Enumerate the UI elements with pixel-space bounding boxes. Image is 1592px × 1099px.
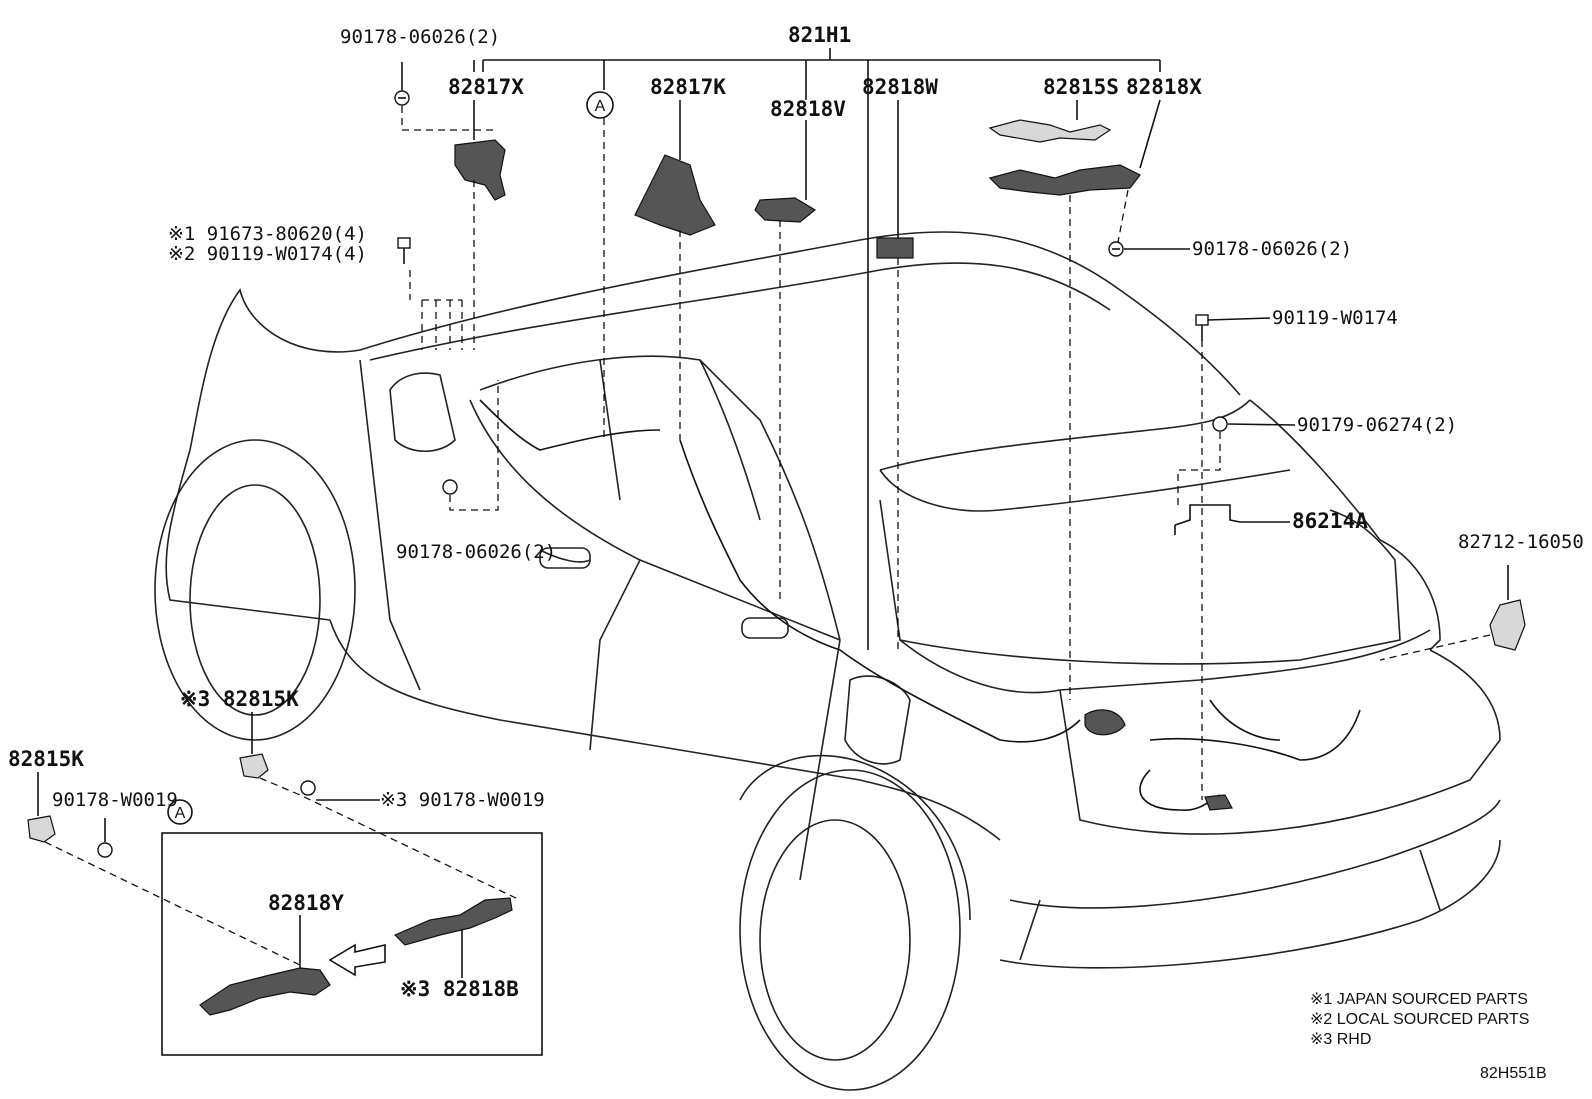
label-clip-mid: 90178-06026(2) (396, 541, 556, 563)
label-82818y: 82818Y (268, 891, 344, 915)
sensor-82712-16050-icon (1489, 599, 1526, 651)
note-3: ※3 RHD (1310, 1031, 1371, 1048)
label-82818v: 82818V (770, 97, 846, 121)
connector-82818w-icon (876, 237, 914, 259)
part-labels: 821H1 82817X 82817K 82818V 82818W 82815S… (8, 23, 1584, 1001)
label-82818x: 82818X (1126, 75, 1202, 99)
note-1: ※1 JAPAN SOURCED PARTS (1310, 991, 1528, 1008)
arrow-icon (328, 943, 386, 977)
clip-icon (1108, 241, 1124, 257)
bolt-icon (1195, 314, 1209, 341)
label-bolt-note1: ※1 91673-80620(4) (168, 223, 367, 245)
bracket-82817x-icon (454, 139, 506, 201)
bolt-icon (397, 237, 411, 264)
connector-82818v-icon (754, 197, 817, 223)
legend-notes: ※1 JAPAN SOURCED PARTS ※2 LOCAL SOURCED … (1310, 991, 1547, 1082)
harness-82818b-icon (393, 897, 513, 946)
label-82817k: 82817K (650, 75, 726, 99)
inset-detail-a (161, 832, 543, 1056)
inset-frame (161, 832, 543, 1056)
svg-text:A: A (175, 805, 186, 822)
protector-82817k-icon (634, 154, 716, 236)
note-2: ※2 LOCAL SOURCED PARTS (1310, 1011, 1529, 1028)
ref-a-inset: A (167, 799, 193, 825)
svg-text:A: A (595, 98, 606, 115)
parts-glyphs (27, 90, 1526, 858)
clip-82815k-icon (27, 815, 56, 843)
label-bolt-note2: ※2 90119-W0174(4) (168, 243, 367, 265)
clip-icon (97, 842, 113, 858)
protector-82815s-icon (988, 119, 1112, 143)
rear-connector-icon (1204, 794, 1233, 811)
clip-icon (394, 90, 410, 106)
label-bolt-right: 90119-W0174 (1272, 307, 1398, 329)
label-clip-w0019: 90178-W0019 (52, 789, 178, 811)
clip-icon (1212, 416, 1228, 432)
label-82818w: 82818W (862, 75, 938, 99)
label-nut-right: 90179-06274(2) (1297, 414, 1457, 436)
clip-icon (442, 479, 458, 495)
label-clip-right-top: 90178-06026(2) (1192, 238, 1352, 260)
rear-lamp-connector-icon (1084, 709, 1126, 736)
ref-a-top: A (586, 91, 614, 119)
bracket-86214a-icon (1174, 504, 1241, 535)
label-bracket-86214a: 86214A (1292, 509, 1368, 533)
protector-82818x-icon (988, 164, 1141, 196)
harness-82818y-icon (199, 967, 331, 1016)
label-82815s: 82815S (1043, 75, 1119, 99)
label-821h1: 821H1 (788, 23, 851, 47)
label-clip-top-left: 90178-06026(2) (340, 26, 500, 48)
label-82817x: 82817X (448, 75, 524, 99)
leader-lines (37, 48, 1509, 966)
diagram-code: 82H551B (1480, 1065, 1547, 1082)
vehicle-outline (154, 231, 1501, 1091)
label-clip-w0019-rhd: ※3 90178-W0019 (380, 789, 545, 811)
label-82815k: 82815K (8, 747, 84, 771)
label-82815k-rhd: ※3 82815K (180, 687, 299, 711)
clip-icon (300, 780, 316, 796)
label-82818b-rhd: ※3 82818B (400, 977, 519, 1001)
clip-82815k-rhd-icon (239, 753, 269, 779)
label-sensor-82712: 82712-16050 (1458, 531, 1584, 553)
